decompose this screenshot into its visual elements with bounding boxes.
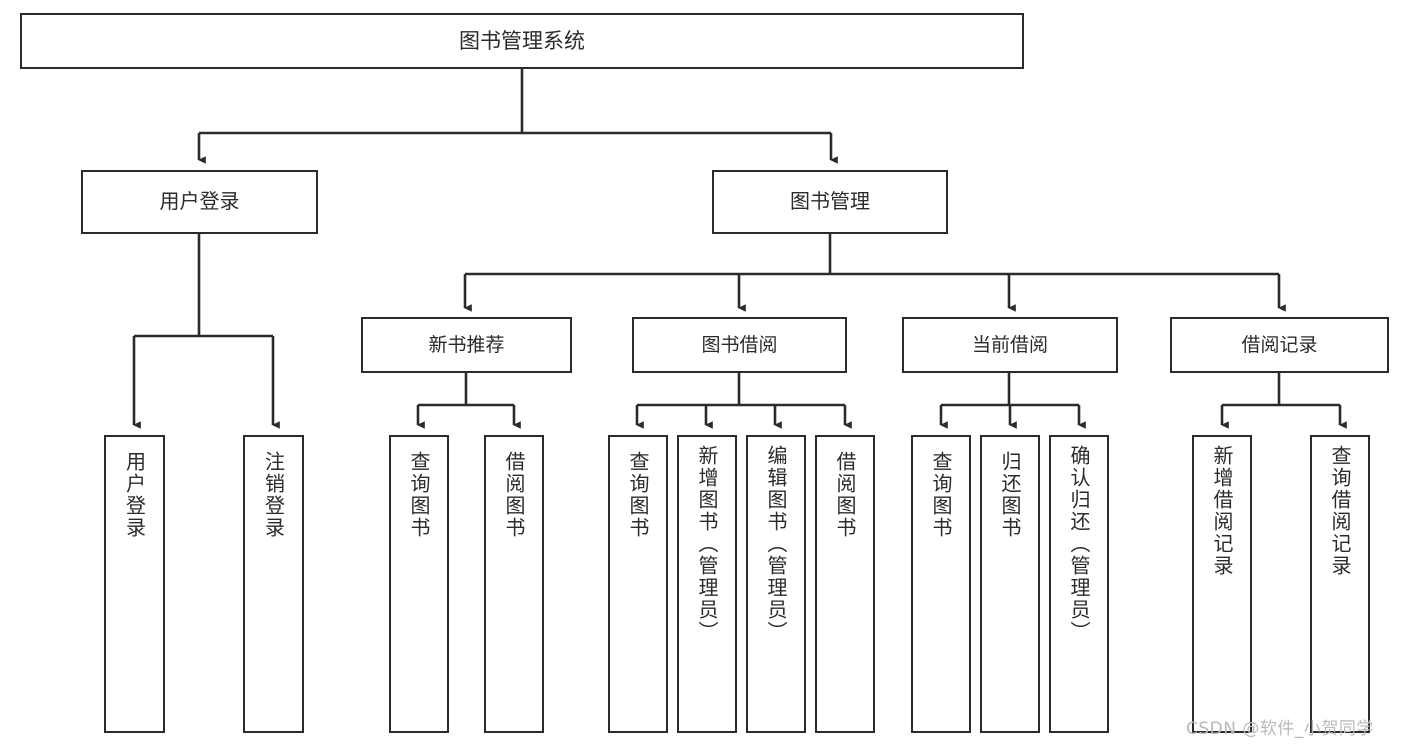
node-label: 编辑图书（管理员） bbox=[764, 445, 788, 643]
node-borrow-record[interactable]: 借阅记录 bbox=[1170, 317, 1389, 373]
node-label: 新书推荐 bbox=[428, 333, 505, 356]
node-label: 借阅图书 bbox=[833, 451, 857, 539]
node-book-management[interactable]: 图书管理 bbox=[712, 170, 948, 234]
node-label: 用户登录 bbox=[122, 451, 147, 539]
node-label: 确认归还（管理员） bbox=[1067, 445, 1091, 643]
node-label: 查询图书 bbox=[626, 451, 650, 539]
csdn-watermark: CSDN @软件_小贺同学 bbox=[1186, 719, 1374, 739]
node-label: 查询图书 bbox=[407, 451, 431, 539]
leaf-return-book[interactable]: 归还图书 bbox=[980, 435, 1040, 733]
node-label: 用户登录 bbox=[159, 189, 240, 214]
leaf-add-book-admin[interactable]: 新增图书（管理员） bbox=[677, 435, 737, 733]
node-label: 查询图书 bbox=[929, 451, 953, 539]
leaf-add-borrow-record[interactable]: 新增借阅记录 bbox=[1192, 435, 1252, 733]
node-book-borrow[interactable]: 图书借阅 bbox=[632, 317, 847, 373]
node-label: 查询借阅记录 bbox=[1328, 445, 1352, 577]
node-label: 新增图书（管理员） bbox=[695, 445, 719, 643]
leaf-query-book-new-recommend[interactable]: 查询图书 bbox=[389, 435, 449, 733]
leaf-user-login[interactable]: 用户登录 bbox=[104, 435, 165, 733]
node-label: 借阅图书 bbox=[502, 451, 526, 539]
leaf-query-book-current[interactable]: 查询图书 bbox=[911, 435, 971, 733]
node-label: 借阅记录 bbox=[1241, 333, 1318, 356]
node-user-login[interactable]: 用户登录 bbox=[81, 170, 318, 234]
leaf-borrow-book-new-recommend[interactable]: 借阅图书 bbox=[484, 435, 544, 733]
node-label: 归还图书 bbox=[998, 451, 1022, 539]
node-label: 图书借阅 bbox=[701, 333, 778, 356]
leaf-edit-book-admin[interactable]: 编辑图书（管理员） bbox=[746, 435, 806, 733]
node-label: 注销登录 bbox=[261, 451, 286, 539]
node-new-book-recommend[interactable]: 新书推荐 bbox=[361, 317, 572, 373]
node-label: 新增借阅记录 bbox=[1210, 445, 1234, 577]
leaf-query-borrow-record[interactable]: 查询借阅记录 bbox=[1310, 435, 1370, 733]
leaf-query-book-borrow[interactable]: 查询图书 bbox=[608, 435, 668, 733]
node-label: 当前借阅 bbox=[971, 333, 1048, 356]
node-current-borrow[interactable]: 当前借阅 bbox=[902, 317, 1118, 373]
node-label: 图书管理 bbox=[790, 189, 870, 214]
leaf-logout-login[interactable]: 注销登录 bbox=[243, 435, 304, 733]
leaf-confirm-return-admin[interactable]: 确认归还（管理员） bbox=[1049, 435, 1109, 733]
leaf-borrow-book-borrow[interactable]: 借阅图书 bbox=[815, 435, 875, 733]
node-root-book-management-system[interactable]: 图书管理系统 bbox=[20, 13, 1024, 69]
node-label: 图书管理系统 bbox=[459, 28, 585, 53]
